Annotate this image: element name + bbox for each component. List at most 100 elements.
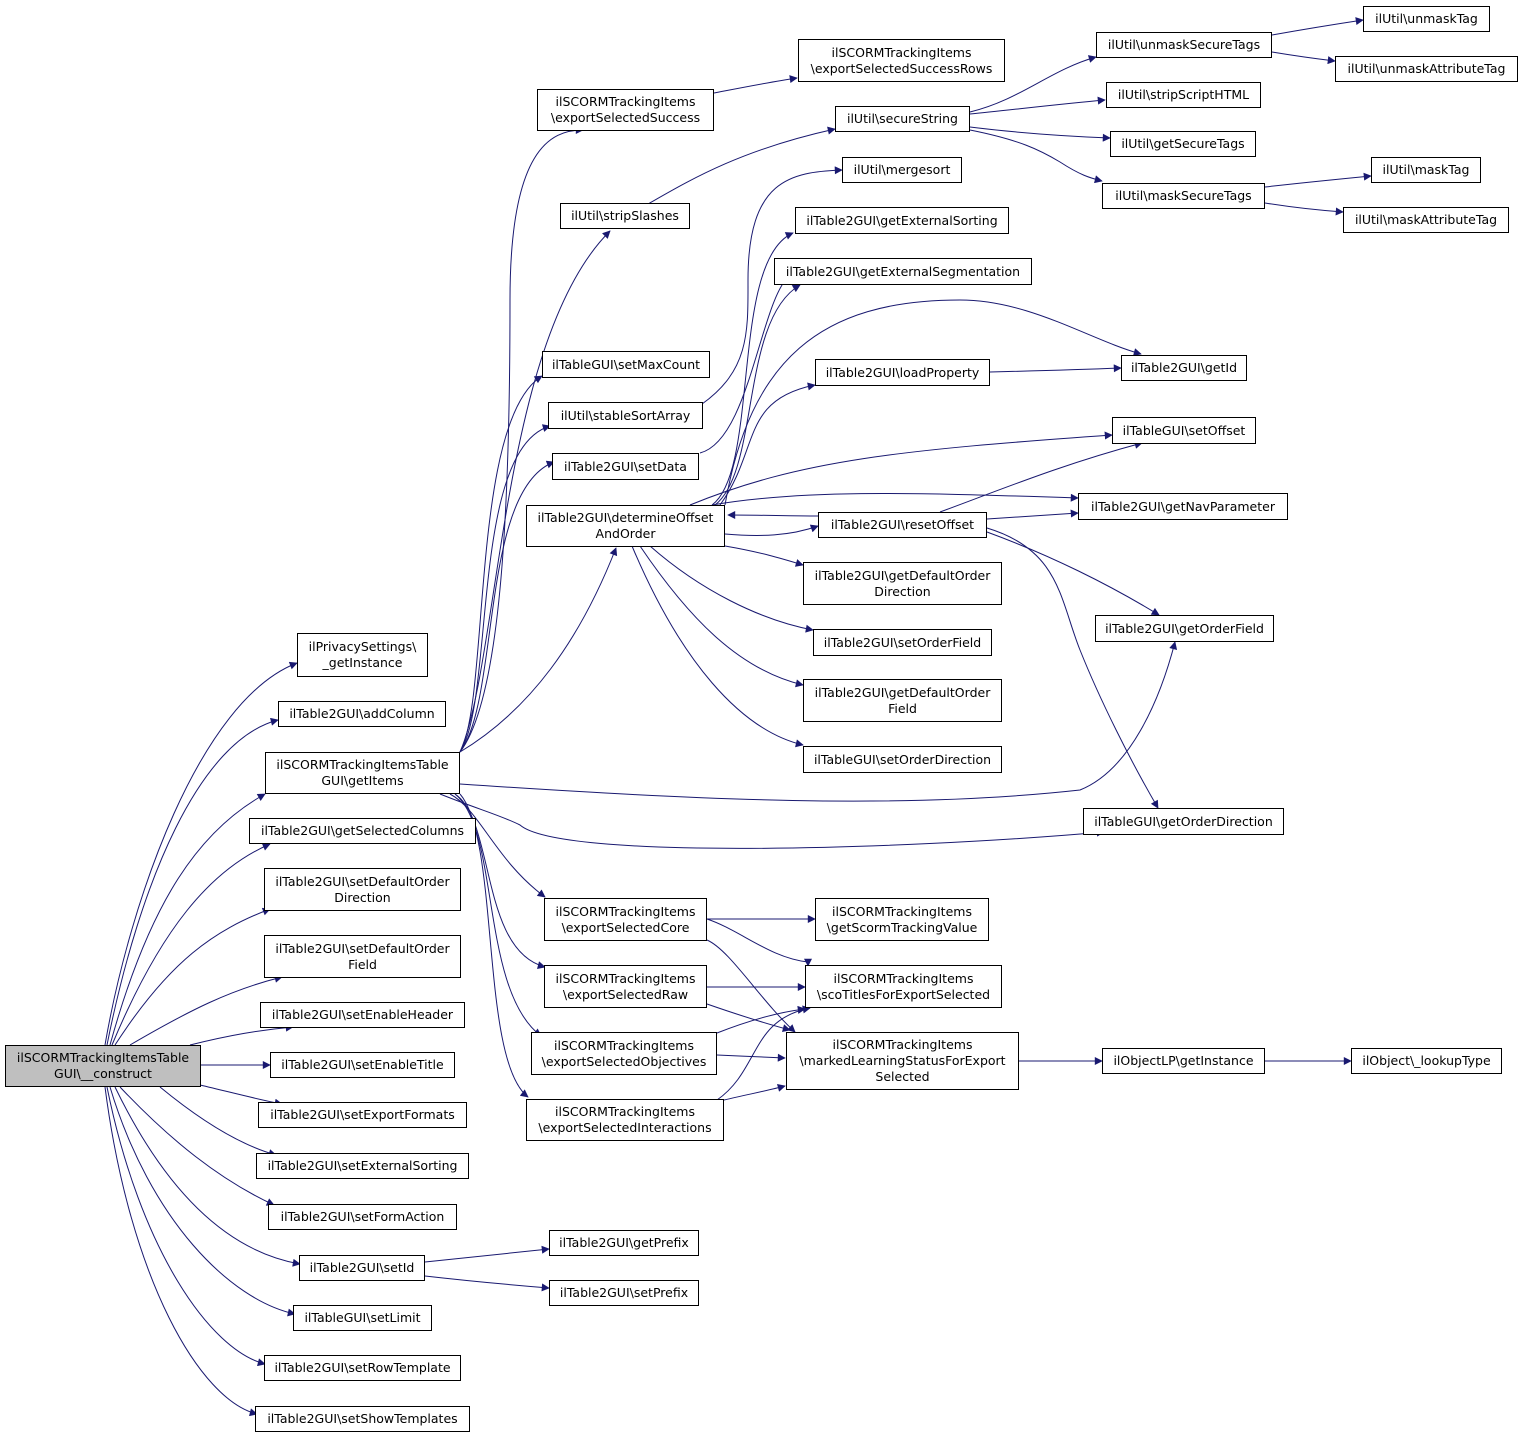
node-lookup-type[interactable]: ilObject\_lookupType bbox=[1351, 1048, 1502, 1074]
node-label-line: ilSCORMTrackingItems bbox=[555, 94, 696, 109]
node-get-order-direction[interactable]: ilTableGUI\getOrderDirection bbox=[1083, 808, 1284, 835]
node-export-selected-core[interactable]: ilSCORMTrackingItems\exportSelectedCore bbox=[544, 898, 707, 941]
edge bbox=[714, 284, 801, 506]
node-label-line: ilTableGUI\setOffset bbox=[1122, 422, 1246, 438]
edge bbox=[119, 1086, 275, 1206]
node-label-line: ilSCORMTrackingItems bbox=[555, 970, 696, 986]
node-label-line: ilUtil\unmaskTag bbox=[1375, 11, 1478, 26]
node-label-line: ilTable2GUI\getOrderField bbox=[1105, 620, 1264, 636]
node-mask-secure-tags[interactable]: ilUtil\maskSecureTags bbox=[1102, 183, 1265, 209]
node-sco-titles-for-export-selected[interactable]: ilSCORMTrackingItems\scoTitlesForExportS… bbox=[805, 965, 1002, 1008]
node-object-lp-get-instance[interactable]: ilObjectLP\getInstance bbox=[1102, 1048, 1265, 1074]
node-privacy-get-instance[interactable]: ilPrivacySettings\_getInstance bbox=[297, 633, 428, 677]
node-marked-learning-status[interactable]: ilSCORMTrackingItems\markedLearningStatu… bbox=[786, 1032, 1019, 1090]
node-label-line: Field bbox=[348, 956, 377, 972]
node-label-line: ilTable2GUI\setData bbox=[564, 458, 687, 474]
node-label-line: ilSCORMTrackingItems bbox=[555, 1104, 695, 1119]
edge bbox=[716, 1053, 786, 1062]
node-get-order-field[interactable]: ilTable2GUI\getOrderField bbox=[1095, 615, 1274, 642]
node-unmask-attribute-tag[interactable]: ilUtil\unmaskAttributeTag bbox=[1335, 56, 1518, 82]
node-set-show-templates[interactable]: ilTable2GUI\setShowTemplates bbox=[255, 1406, 470, 1432]
node-get-scorm-tracking-value[interactable]: ilSCORMTrackingItems\getScormTrackingVal… bbox=[815, 898, 989, 941]
edge bbox=[439, 793, 1105, 849]
node-set-order-field[interactable]: ilTable2GUI\setOrderField bbox=[813, 629, 992, 656]
node-label-line: _getInstance bbox=[322, 655, 403, 670]
node-label-line: ilTable2GUI\setDefaultOrder bbox=[275, 940, 450, 956]
node-get-secure-tags[interactable]: ilUtil\getSecureTags bbox=[1110, 131, 1256, 157]
node-set-enable-title[interactable]: ilTable2GUI\setEnableTitle bbox=[270, 1052, 455, 1078]
node-label-line: ilTable2GUI\getPrefix bbox=[559, 1235, 689, 1250]
edge bbox=[459, 547, 618, 753]
node-reset-offset[interactable]: ilTable2GUI\resetOffset bbox=[818, 512, 987, 538]
node-set-external-sorting[interactable]: ilTable2GUI\setExternalSorting bbox=[256, 1153, 469, 1179]
node-label-line: \getScormTrackingValue bbox=[826, 919, 978, 935]
edge bbox=[711, 493, 1079, 506]
edge bbox=[459, 424, 551, 753]
node-set-id[interactable]: ilTable2GUI\setId bbox=[299, 1255, 425, 1281]
node-load-property[interactable]: ilTable2GUI\loadProperty bbox=[815, 359, 990, 386]
node-set-order-direction[interactable]: ilTableGUI\setOrderDirection bbox=[803, 746, 1002, 773]
edge bbox=[723, 1083, 786, 1101]
edge bbox=[1264, 172, 1372, 188]
node-label-line: ilSCORMTrackingItems bbox=[833, 970, 974, 986]
node-export-selected-objectives[interactable]: ilSCORMTrackingItems\exportSelectedObjec… bbox=[531, 1032, 717, 1075]
edge bbox=[939, 441, 1143, 513]
edge bbox=[459, 126, 584, 753]
node-get-nav-parameter[interactable]: ilTable2GUI\getNavParameter bbox=[1078, 493, 1288, 520]
node-set-prefix[interactable]: ilTable2GUI\setPrefix bbox=[549, 1280, 699, 1306]
node-secure-string[interactable]: ilUtil\secureString bbox=[835, 106, 970, 132]
node-get-prefix[interactable]: ilTable2GUI\getPrefix bbox=[549, 1230, 699, 1256]
node-label-line: ilSCORMTrackingItemsTable bbox=[276, 757, 449, 772]
node-set-row-template[interactable]: ilTable2GUI\setRowTemplate bbox=[264, 1355, 461, 1381]
node-label-line: ilTable2GUI\getNavParameter bbox=[1091, 498, 1275, 514]
node-set-export-formats[interactable]: ilTable2GUI\setExportFormats bbox=[258, 1102, 467, 1128]
node-set-max-count[interactable]: ilTableGUI\setMaxCount bbox=[542, 351, 710, 378]
edge bbox=[713, 75, 798, 94]
node-label-line: ilUtil\stripSlashes bbox=[571, 208, 679, 223]
node-mask-attribute-tag[interactable]: ilUtil\maskAttributeTag bbox=[1343, 207, 1509, 233]
node-strip-script-html[interactable]: ilUtil\stripScriptHTML bbox=[1106, 82, 1261, 108]
node-mergesort[interactable]: ilUtil\mergesort bbox=[842, 157, 962, 183]
edge bbox=[424, 1275, 550, 1292]
node-set-form-action[interactable]: ilTable2GUI\setFormAction bbox=[268, 1204, 457, 1230]
node-label-line: ilTableGUI\getOrderDirection bbox=[1094, 813, 1273, 829]
node-label-line: ilUtil\mergesort bbox=[853, 162, 951, 177]
node-strip-slashes[interactable]: ilUtil\stripSlashes bbox=[560, 203, 690, 229]
edge bbox=[109, 793, 266, 1046]
node-export-selected-raw[interactable]: ilSCORMTrackingItems\exportSelectedRaw bbox=[544, 965, 707, 1008]
node-mask-tag[interactable]: ilUtil\maskTag bbox=[1371, 157, 1481, 183]
edge bbox=[969, 126, 1111, 142]
node-stable-sort-array[interactable]: ilUtil\stableSortArray bbox=[548, 402, 703, 429]
node-set-offset[interactable]: ilTableGUI\setOffset bbox=[1112, 417, 1256, 444]
node-label-line: ilTableGUI\setMaxCount bbox=[551, 356, 701, 372]
edge bbox=[986, 509, 1079, 520]
node-export-selected-interactions[interactable]: ilSCORMTrackingItems\exportSelectedInter… bbox=[526, 1099, 724, 1141]
node-set-data[interactable]: ilTable2GUI\setData bbox=[552, 453, 699, 480]
node-export-selected-success-rows[interactable]: ilSCORMTrackingItems\exportSelectedSucce… bbox=[798, 39, 1005, 82]
node-get-selected-columns[interactable]: ilTable2GUI\getSelectedColumns bbox=[249, 818, 476, 844]
node-label-line: ilTable2GUI\setEnableHeader bbox=[271, 1007, 454, 1022]
node-set-enable-header[interactable]: ilTable2GUI\setEnableHeader bbox=[260, 1002, 465, 1028]
node-export-selected-success[interactable]: ilSCORMTrackingItems\exportSelectedSucce… bbox=[537, 89, 714, 131]
node-label-line: ilTable2GUI\getDefaultOrder bbox=[814, 567, 991, 583]
node-label-line: ilPrivacySettings\ bbox=[308, 639, 417, 654]
node-unmask-tag[interactable]: ilUtil\unmaskTag bbox=[1363, 6, 1490, 32]
node-get-external-segmentation[interactable]: ilTable2GUI\getExternalSegmentation bbox=[774, 258, 1032, 285]
node-label-line: ilObject\_lookupType bbox=[1362, 1053, 1491, 1068]
edge bbox=[424, 1245, 550, 1263]
node-add-column[interactable]: ilTable2GUI\addColumn bbox=[278, 701, 446, 727]
node-get-external-sorting[interactable]: ilTable2GUI\getExternalSorting bbox=[795, 207, 1009, 234]
node-label-line: \exportSelectedCore bbox=[561, 919, 690, 935]
node-get-id[interactable]: ilTable2GUI\getId bbox=[1121, 355, 1247, 381]
node-label-line: ilSCORMTrackingItems bbox=[832, 903, 972, 919]
node-unmask-secure-tags[interactable]: ilUtil\unmaskSecureTags bbox=[1096, 32, 1272, 58]
node-set-limit[interactable]: ilTableGUI\setLimit bbox=[293, 1305, 432, 1331]
